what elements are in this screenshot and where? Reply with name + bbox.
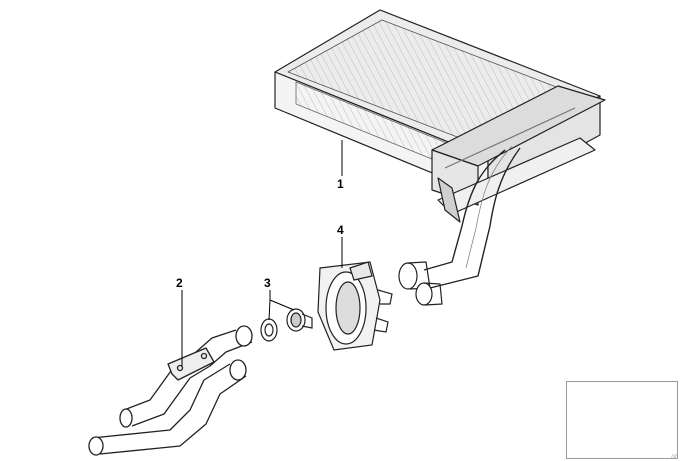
callout-3: 3 bbox=[264, 276, 271, 290]
pipe-assembly bbox=[88, 325, 253, 456]
o-ring-set bbox=[260, 308, 313, 342]
callout-4: 4 bbox=[337, 223, 344, 237]
heater-core bbox=[274, 9, 606, 306]
leader-lines bbox=[181, 140, 343, 366]
document-id: 00 bbox=[671, 455, 678, 461]
vehicle-location-inset bbox=[566, 381, 678, 459]
callout-1: 1 bbox=[337, 177, 344, 191]
callout-2: 2 bbox=[176, 276, 183, 290]
gasket-seal bbox=[317, 261, 393, 351]
